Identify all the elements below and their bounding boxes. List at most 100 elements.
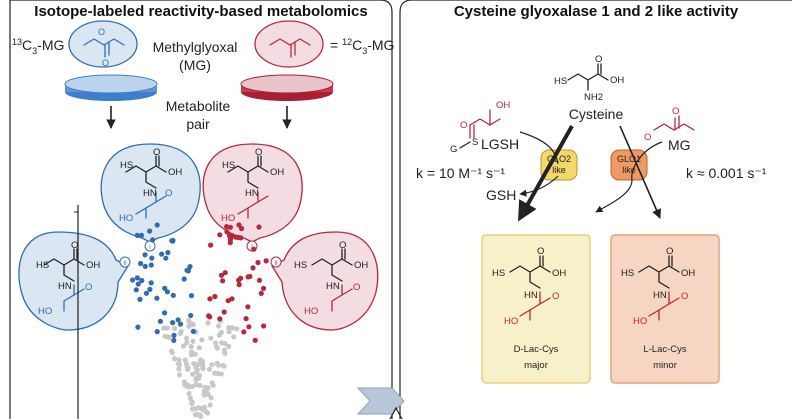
volcano-dot-blue xyxy=(164,289,170,295)
volcano-dot-blue xyxy=(134,275,140,281)
mg-12c-structure xyxy=(269,38,311,58)
o-label-blue: O xyxy=(165,188,172,199)
d-hs: HS xyxy=(492,268,505,279)
volcano-dot-grey xyxy=(197,357,204,363)
l-lac-cys-label: L-Lac-Cys xyxy=(643,344,687,355)
marker-ii-blue xyxy=(119,256,131,268)
hs-label-4: HS xyxy=(294,260,307,271)
volcano-dot-blue xyxy=(135,324,141,330)
mg-13c-oxygen-2: O xyxy=(102,58,109,68)
volcano-dot-blue xyxy=(130,277,136,283)
d-lac-cys-structure: HS OH O HN O HO xyxy=(492,246,566,327)
d-oh: OH xyxy=(552,268,566,279)
volcano-dot-blue xyxy=(181,276,187,282)
volcano-dot-blue xyxy=(154,295,160,301)
l-oh: OH xyxy=(681,268,695,279)
cys-nh2: NH2 xyxy=(584,92,603,103)
mg-13c-structure: O O xyxy=(83,27,125,68)
o-label-3: O xyxy=(255,147,262,158)
cys-oh: OH xyxy=(610,75,624,86)
l-o-red: O xyxy=(681,291,688,302)
mg-right-o2: O xyxy=(644,132,651,143)
volcano-dot-blue xyxy=(162,285,168,291)
nh-label-4: HN xyxy=(326,281,340,292)
left-panel: Isotope-labeled reactivity-based metabol… xyxy=(9,0,394,419)
lgsh-curve xyxy=(519,131,559,165)
volcano-dot-red xyxy=(243,316,249,322)
left-panel-title: Isotope-labeled reactivity-based metabol… xyxy=(34,3,367,20)
volcano-dot-grey xyxy=(187,395,193,401)
marker-ii-red xyxy=(270,256,282,268)
volcano-dot-red xyxy=(212,293,218,300)
volcano-dot-grey xyxy=(221,347,228,353)
panel-divider-notch xyxy=(389,406,403,419)
volcano-dot-blue xyxy=(148,262,154,268)
volcano-dot-grey xyxy=(209,380,215,386)
volcano-dot-grey xyxy=(213,340,219,346)
volcano-dot-blue xyxy=(135,281,141,287)
volcano-dot-red xyxy=(217,316,223,322)
o-label-blue-2: O xyxy=(85,282,92,293)
l-ho-red: HO xyxy=(633,316,647,327)
volcano-dot-red xyxy=(256,277,263,283)
volcano-dot-grey xyxy=(231,334,237,340)
volcano-dot-red xyxy=(229,296,235,302)
volcano-dot-red xyxy=(258,290,264,296)
volcano-dot-grey xyxy=(185,365,191,371)
volcano-dot-red xyxy=(224,224,230,230)
glo1-like: like xyxy=(622,165,636,175)
volcano-dot-grey xyxy=(207,402,213,408)
mg-right-label: MG xyxy=(668,137,691,153)
volcano-dot-grey xyxy=(201,388,207,394)
volcano-dot-grey xyxy=(193,376,199,382)
volcano-dot-grey xyxy=(226,343,232,349)
marker-i-blue-text: I xyxy=(149,245,151,251)
volcano-dot-grey xyxy=(215,362,222,368)
volcano-dot-grey xyxy=(226,325,232,331)
o-label: O xyxy=(153,147,160,158)
volcano-dot-grey xyxy=(186,384,192,390)
volcano-dot-blue xyxy=(150,237,156,243)
volcano-dot-blue xyxy=(142,252,148,258)
volcano-dot-blue xyxy=(138,260,144,267)
rate-left: k = 10 M⁻¹ s⁻¹ xyxy=(416,165,505,181)
volcano-dot-red xyxy=(261,323,267,329)
lgsh-oh: OH xyxy=(496,100,510,111)
volcano-dot-red xyxy=(238,275,244,281)
thin-arrow-glo1 xyxy=(619,125,661,219)
volcano-dot-red xyxy=(221,309,227,315)
rate-right: k ≈ 0.001 s⁻¹ xyxy=(686,165,767,181)
red-lac-cys-structure-ii: HS OH O HN O HO xyxy=(294,240,368,317)
volcano-dot-grey xyxy=(208,395,214,401)
left-panel-border xyxy=(10,0,393,419)
metabolite-label: Metabolite xyxy=(166,98,231,114)
volcano-dot-blue xyxy=(147,286,153,292)
volcano-dot-grey xyxy=(190,338,196,344)
volcano-dot-blue xyxy=(188,312,194,319)
l-hs: HS xyxy=(621,268,634,279)
volcano-dot-grey xyxy=(182,357,188,363)
glo2-label: GLO2 xyxy=(547,154,571,164)
volcano-dot-grey xyxy=(184,335,190,341)
volcano-dot-red xyxy=(227,240,233,246)
d-lac-cys-major: major xyxy=(524,360,548,371)
mg-abbrev-label: (MG) xyxy=(179,57,211,73)
ho-label-red: HO xyxy=(221,213,235,224)
lgsh-label: LGSH xyxy=(481,136,519,152)
volcano-dot-blue xyxy=(143,290,149,296)
cysteine-structure: HS OH O NH2 xyxy=(554,54,624,103)
volcano-scatter xyxy=(130,222,269,419)
volcano-dot-blue xyxy=(170,292,176,298)
volcano-dot-grey xyxy=(209,362,215,368)
lgsh-structure: OH O S G xyxy=(450,100,510,155)
volcano-dot-red xyxy=(222,270,228,276)
volcano-dot-blue xyxy=(188,293,195,299)
volcano-dot-grey xyxy=(208,335,214,341)
nh-label-3: HN xyxy=(245,188,259,199)
nh-label-2: HN xyxy=(58,281,72,292)
volcano-dot-blue xyxy=(171,332,177,338)
volcano-dot-grey xyxy=(198,405,204,412)
blue-lac-cys-structure-ii: HS OH O HN O HO xyxy=(36,240,100,317)
volcano-dot-blue xyxy=(157,318,163,324)
l-lac-cys-minor: minor xyxy=(653,360,677,371)
